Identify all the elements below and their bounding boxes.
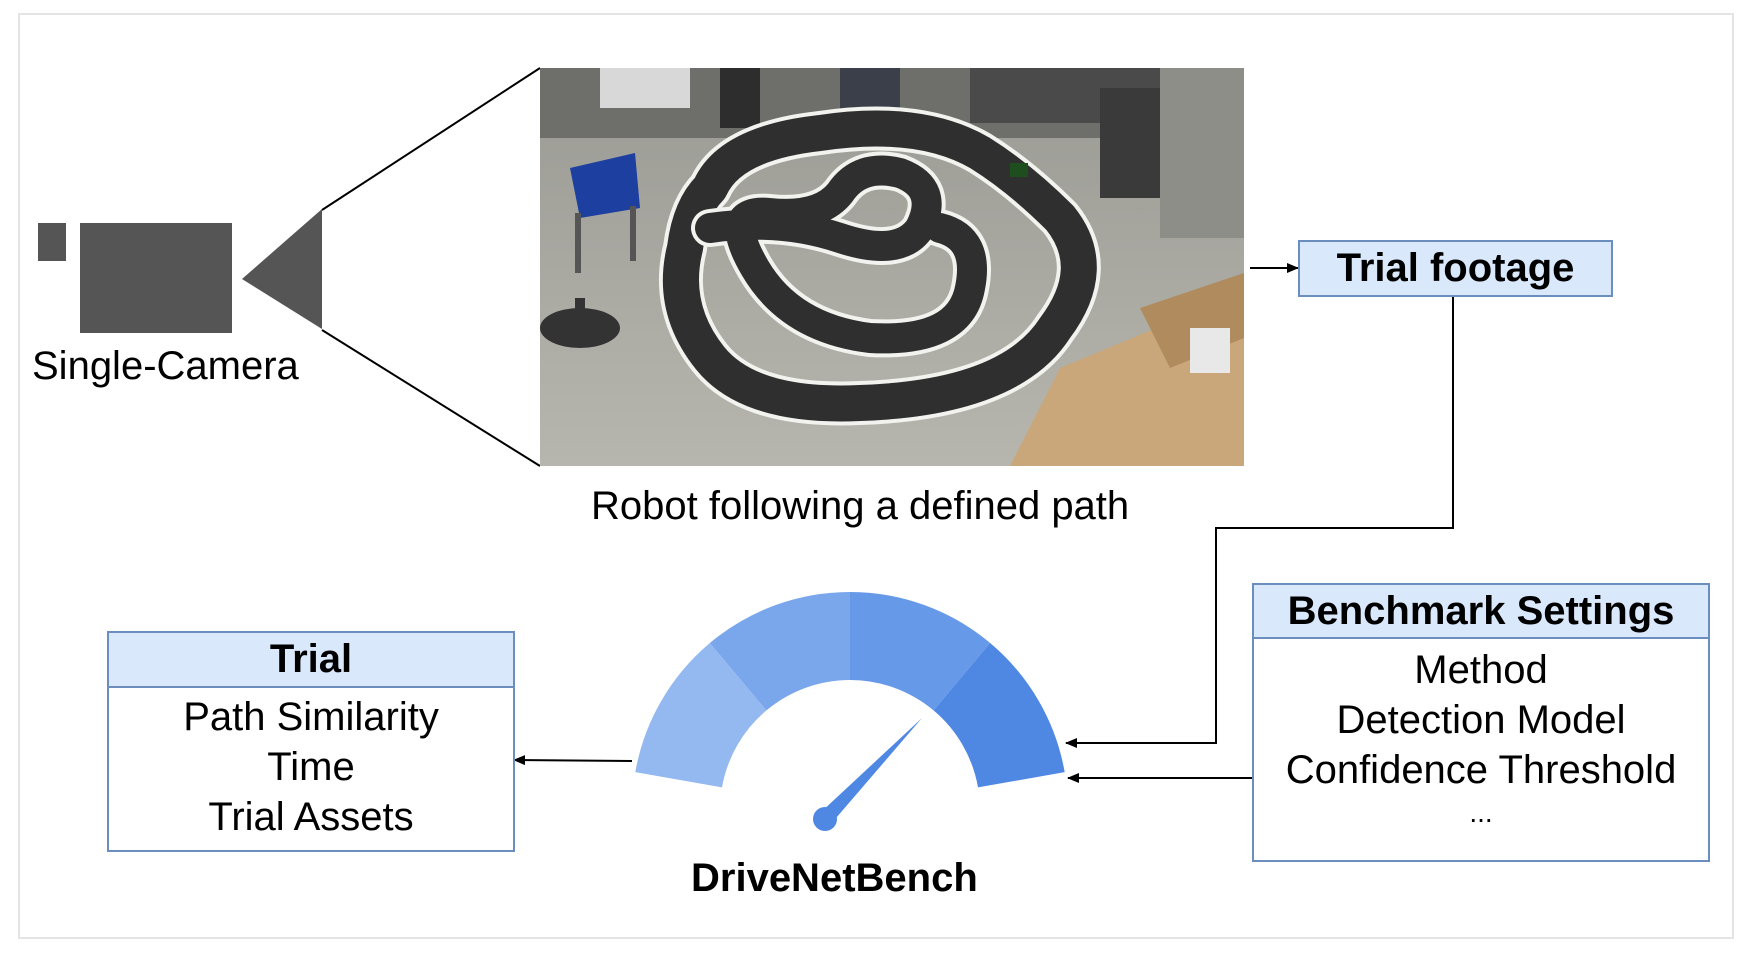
- trial-list: Path Similarity Time Trial Assets: [109, 688, 513, 842]
- trial-item-trial-assets: Trial Assets: [208, 795, 414, 839]
- trial-footage-label: Trial footage: [1336, 246, 1575, 290]
- photo-caption: Robot following a defined path: [591, 484, 1130, 528]
- settings-item-confidence-threshold: Confidence Threshold: [1285, 748, 1677, 792]
- gauge-segment: [933, 643, 1065, 788]
- benchmark-settings-box: Benchmark Settings Method Detection Mode…: [1252, 583, 1710, 862]
- robot-track-photo: [540, 68, 1244, 466]
- view-cone-top-line: [321, 67, 541, 211]
- camera-label: Single-Camera: [32, 344, 299, 388]
- trial-item-path-similarity: Path Similarity: [183, 695, 439, 739]
- benchmark-settings-list: Method Detection Model Confidence Thresh…: [1254, 639, 1708, 830]
- trial-item-time: Time: [267, 745, 355, 789]
- gauge-to-trial-arrow: [513, 755, 633, 766]
- settings-item-detection-model: Detection Model: [1336, 698, 1626, 742]
- settings-item-ellipsis: ...: [1469, 797, 1493, 828]
- speedometer-icon: [635, 592, 1065, 831]
- gauge-segment: [709, 592, 850, 711]
- trial-box: Trial Path Similarity Time Trial Assets: [107, 631, 515, 852]
- gauge-needle-hub: [813, 807, 837, 831]
- gauge-segment: [635, 643, 767, 788]
- diagram-frame: [18, 13, 1734, 939]
- settings-item-method: Method: [1414, 648, 1548, 692]
- trial-title: Trial: [109, 633, 513, 688]
- gauge-segment: [850, 592, 991, 711]
- video-camera-icon: [38, 209, 322, 333]
- view-cone-bottom-line: [321, 329, 541, 467]
- footage-to-gauge-arrow: [1065, 297, 1454, 748]
- drivenetbench-label: DriveNetBench: [691, 856, 978, 900]
- gauge-needle: [820, 718, 922, 825]
- benchmark-settings-title: Benchmark Settings: [1254, 585, 1708, 639]
- trial-footage-box: Trial footage: [1298, 240, 1613, 297]
